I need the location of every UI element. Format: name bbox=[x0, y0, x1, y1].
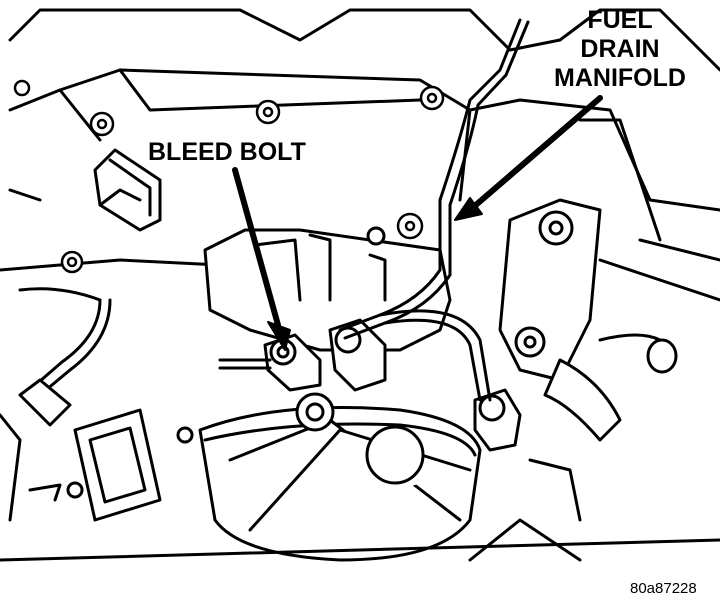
bleed-bolt-arrowhead bbox=[267, 321, 291, 351]
fuel-drain-label-line3: MANIFOLD bbox=[554, 64, 686, 92]
lower-frame bbox=[0, 413, 720, 562]
plate-bolts bbox=[13, 79, 445, 274]
fuel-drain-label-line2: DRAIN bbox=[580, 35, 660, 63]
right-bracket bbox=[498, 198, 678, 442]
left-fitting bbox=[93, 148, 162, 232]
fuel-drain-manifold-label: FUEL DRAIN MANIFOLD bbox=[545, 8, 695, 91]
right-fitting bbox=[473, 388, 522, 452]
filter-housing bbox=[203, 226, 452, 352]
bleed-bolt-label: BLEED BOLT bbox=[148, 138, 306, 166]
fuel-lines bbox=[18, 18, 530, 427]
fuel-drain-arrowhead bbox=[454, 197, 483, 221]
fuel-drain-label-line1: FUEL bbox=[587, 6, 653, 34]
engine-block bbox=[0, 8, 720, 302]
figure-id: 80a87228 bbox=[630, 580, 697, 597]
sensor-module bbox=[28, 408, 194, 522]
bleed-bolt-fitting bbox=[263, 333, 322, 392]
filter-canister bbox=[198, 392, 482, 562]
leader-arrows bbox=[232, 95, 603, 351]
